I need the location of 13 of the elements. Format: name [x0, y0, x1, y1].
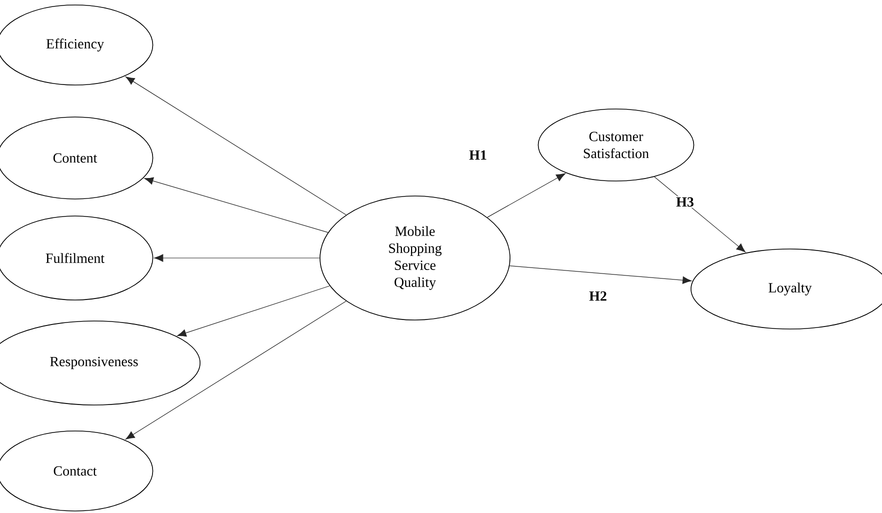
arrow [154, 254, 320, 262]
arrow [125, 76, 346, 216]
edge-label: H1 [468, 149, 488, 161]
arrow [144, 177, 328, 233]
edge-label: H2 [588, 290, 608, 302]
arrow [654, 176, 746, 252]
arrow [487, 173, 566, 218]
arrow [125, 300, 346, 440]
ellipse-node: Customer Satisfaction [538, 108, 694, 182]
ellipse-node: Mobile Shopping Service Quality [320, 196, 510, 320]
arrow [509, 266, 692, 284]
edge-label: H3 [675, 196, 695, 208]
arrow [177, 286, 330, 337]
